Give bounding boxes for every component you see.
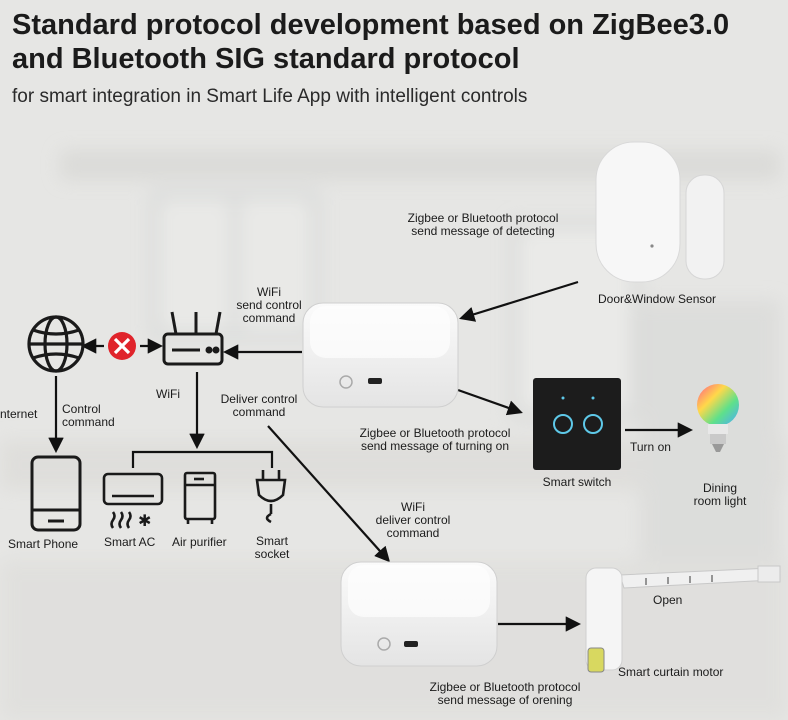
label-sensor: Door&Window Sensor: [598, 292, 717, 306]
arrow-sensor-to-hub: [459, 280, 579, 322]
device-bracket: [131, 450, 274, 468]
socket-icon: [255, 470, 287, 524]
label-phone: Smart Phone: [8, 537, 79, 551]
label-turn-on: Turn on: [630, 440, 671, 454]
connectors: [48, 280, 694, 632]
label-ac: Smart AC: [104, 535, 156, 549]
globe-icon: [27, 315, 85, 373]
label-curtain: Smart curtain motor: [618, 665, 724, 679]
door-window-sensor-icon: [595, 141, 725, 283]
curtain-motor-icon: [585, 565, 781, 673]
air-purifier-icon: [183, 471, 217, 524]
label-switch: Smart switch: [542, 475, 612, 489]
hub-icon: [302, 302, 459, 408]
page-title: Standard protocol development based on Z…: [12, 9, 730, 75]
block-icon: [108, 332, 136, 360]
phone-icon: [30, 455, 82, 532]
lower-hub-icon: [340, 561, 498, 667]
arrow-hub-to-switch: [457, 388, 523, 416]
smart-switch-icon: [533, 378, 621, 470]
label-internet: nternet: [0, 407, 38, 421]
label-purifier: Air purifier: [172, 535, 227, 549]
bulb-icon: [697, 384, 739, 452]
ac-icon: [102, 472, 164, 529]
label-open: Open: [653, 593, 683, 607]
label-router: WiFi: [156, 387, 180, 401]
ac-snow-glyph: ✱: [138, 511, 151, 530]
arrow-hub-to-lower-hub: [267, 425, 391, 563]
router-icon: [162, 311, 224, 366]
page-subtitle: for smart integration in Smart Life App …: [12, 86, 528, 107]
